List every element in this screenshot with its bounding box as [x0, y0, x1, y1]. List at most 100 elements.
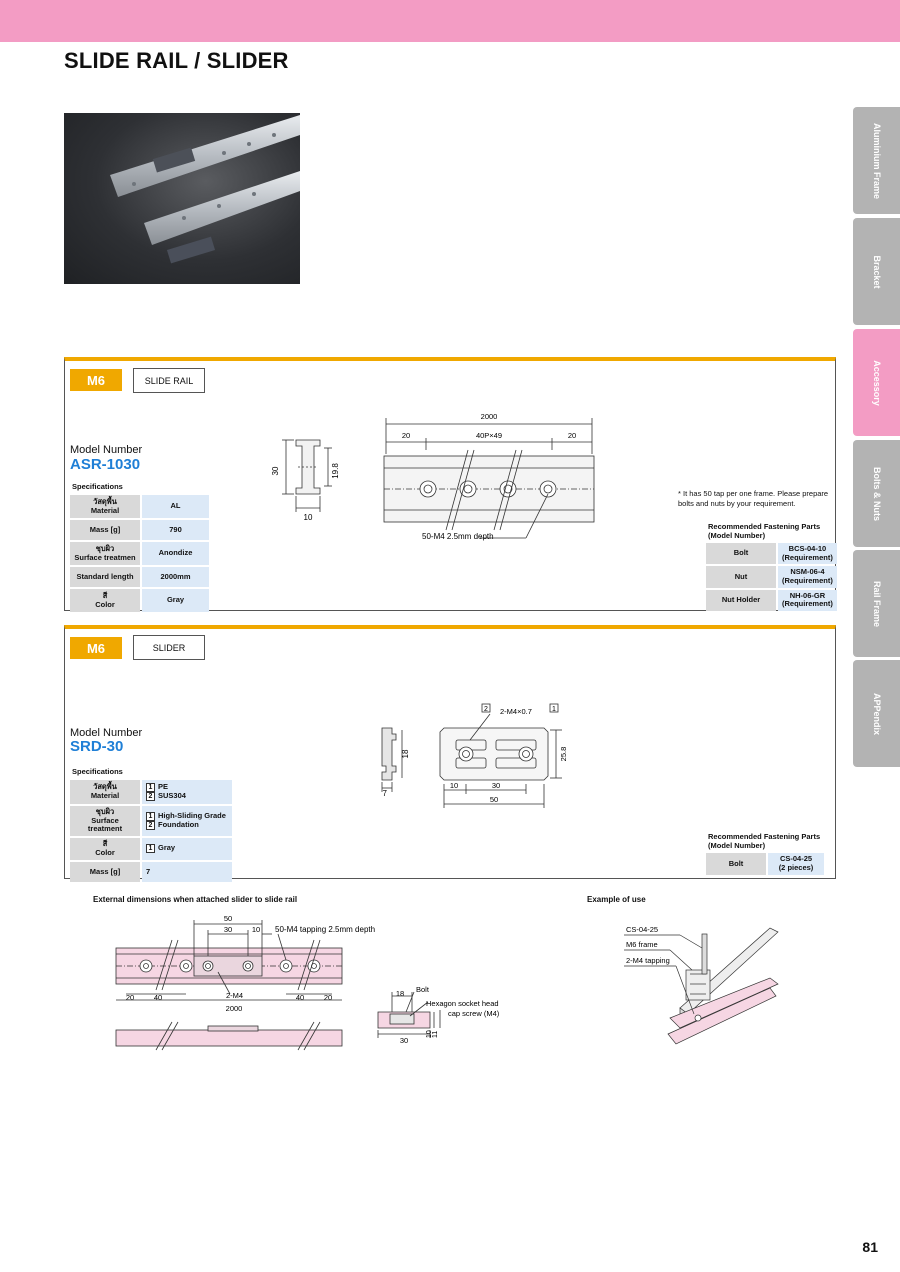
table-row: Mass [g] 790	[70, 520, 209, 540]
item-number: 1	[146, 783, 155, 792]
side-tab-label: Accessory	[871, 359, 882, 406]
dim-height: 25.8	[559, 747, 568, 762]
item-number: 1	[146, 844, 155, 854]
side-tab-accessory[interactable]: Accessory	[853, 329, 900, 436]
spec-key: Mass [g]	[70, 520, 140, 540]
dim-section-w: 18	[396, 989, 404, 998]
dim-left: 20	[402, 431, 410, 440]
rec-note: (Requirement)	[782, 575, 833, 585]
rec-heading-text: Recommended Fastening Parts	[708, 522, 821, 531]
dim-l40: 40	[154, 993, 162, 1002]
rail-profile-drawing: 30 19.8 10	[271, 439, 340, 522]
dim-pitch: 40P×49	[476, 431, 502, 440]
spec-key-th: วัสดุพื้น	[93, 782, 117, 792]
table-row: Mass [g] 7	[70, 861, 232, 882]
item-text: Gray	[158, 843, 176, 853]
page-title: SLIDE RAIL / SLIDER	[64, 48, 289, 73]
dim-r20: 20	[324, 993, 332, 1002]
spec-heading: Specifications	[72, 767, 123, 776]
item-text: High-Sliding Grade	[158, 810, 226, 820]
rec-key: Bolt	[706, 543, 776, 565]
item-number: 2	[146, 820, 155, 830]
spec-key-th: ชุบผิว	[95, 543, 115, 553]
side-tab-label: Aluminium Frame	[871, 122, 882, 199]
spec-value: 2000mm	[142, 567, 209, 587]
screw-label-1: Hexagon socket head	[426, 999, 499, 1008]
side-tab-rail-frame[interactable]: Rail Frame	[853, 550, 900, 657]
spec-key: Material	[90, 505, 120, 515]
size-tag: M6	[70, 637, 122, 659]
dim-r40: 40	[296, 993, 304, 1002]
side-tab-bolts-nuts[interactable]: Bolts & Nuts	[853, 440, 900, 547]
slider-section	[64, 625, 836, 879]
dim-top: 50	[224, 914, 232, 923]
spec-key-th: สี	[102, 590, 108, 600]
spec-key-th: ชุบผิว	[95, 807, 115, 816]
side-tab-appendix[interactable]: APPendix	[853, 660, 900, 767]
dim-total: 2000	[481, 412, 498, 421]
slide-rail-section	[64, 357, 836, 611]
rail-note: * It has 50 tap per one frame. Please pr…	[678, 489, 829, 508]
example-label-bolt: CS-04-25	[626, 925, 658, 934]
product-label: SLIDER	[133, 635, 205, 660]
spec-key: Color	[95, 847, 115, 857]
dim-height: 30	[271, 466, 280, 475]
side-tab-aluminium-frame[interactable]: Aluminium Frame	[853, 107, 900, 214]
slider-side-drawing: 18 7	[381, 727, 410, 798]
spec-heading: Specifications	[72, 482, 123, 491]
rec-value: BCS-04-10	[788, 544, 827, 553]
slider-rec-table: Bolt CS-04-25(2 pieces)	[704, 851, 826, 877]
side-tab-bracket[interactable]: Bracket	[853, 218, 900, 325]
screw-label-2: cap screw (M4)	[448, 1009, 500, 1018]
rec-value: NH-06-GR	[789, 590, 826, 600]
callout-1: 1	[552, 706, 556, 713]
table-row: Standard length 2000mm	[70, 567, 209, 587]
m4-callout: 2-M4	[226, 991, 243, 1000]
rec-heading: Recommended Fastening Parts(Model Number…	[708, 832, 820, 851]
example-label-tapping: 2-M4 tapping	[626, 956, 670, 965]
rec-key: Nut	[706, 566, 776, 588]
section-drawing: 18 Bolt Hexagon socket head cap screw (M…	[377, 985, 500, 1045]
product-photo	[64, 113, 300, 284]
spec-value: 790	[142, 520, 209, 540]
spec-key: Surface treatment	[87, 815, 123, 834]
tap-callout: 50-M4 2.5mm depth	[422, 532, 494, 541]
dim-h1: 10	[426, 1030, 433, 1038]
dim-inner: 19.8	[331, 463, 340, 479]
holes-callout: 2-M4×0.7	[500, 707, 532, 716]
spec-value: AL	[142, 495, 209, 518]
rec-key: Bolt	[706, 853, 766, 875]
header-bar	[0, 0, 900, 42]
item-number: 1	[146, 811, 155, 821]
table-row: Bolt CS-04-25(2 pieces)	[706, 853, 824, 875]
example-drawing: CS-04-25 M6 frame 2-M4 tapping	[624, 925, 779, 1045]
spec-value: 7	[142, 861, 232, 882]
spec-value: Gray	[142, 589, 209, 612]
rail-rec-table: Bolt BCS-04-10(Requirement) Nut NSM-06-4…	[704, 541, 839, 613]
side-tab-label: Rail Frame	[871, 580, 882, 627]
attached-drawing: 50 30 10 50-M4 tapping 2.5mm depth 2-M4 …	[115, 914, 375, 1051]
dim-b: 30	[492, 781, 500, 790]
example-caption: Example of use	[587, 895, 646, 904]
side-tab-label: Bolts & Nuts	[871, 466, 882, 521]
spec-value: Anondize	[142, 542, 209, 565]
attached-caption: External dimensions when attached slider…	[93, 895, 298, 904]
rec-note: (Requirement)	[782, 599, 833, 609]
dim-right: 20	[568, 431, 576, 440]
model-number-label: Model Number	[70, 727, 143, 739]
spec-key: Color	[95, 599, 115, 609]
dim-width: 10	[304, 513, 313, 522]
item-text: Foundation	[158, 819, 199, 829]
rec-note: (Requirement)	[782, 552, 833, 562]
table-row: Nut NSM-06-4(Requirement)	[706, 566, 837, 588]
rec-value: CS-04-25	[779, 854, 813, 864]
rec-key: Nut Holder	[706, 589, 776, 611]
